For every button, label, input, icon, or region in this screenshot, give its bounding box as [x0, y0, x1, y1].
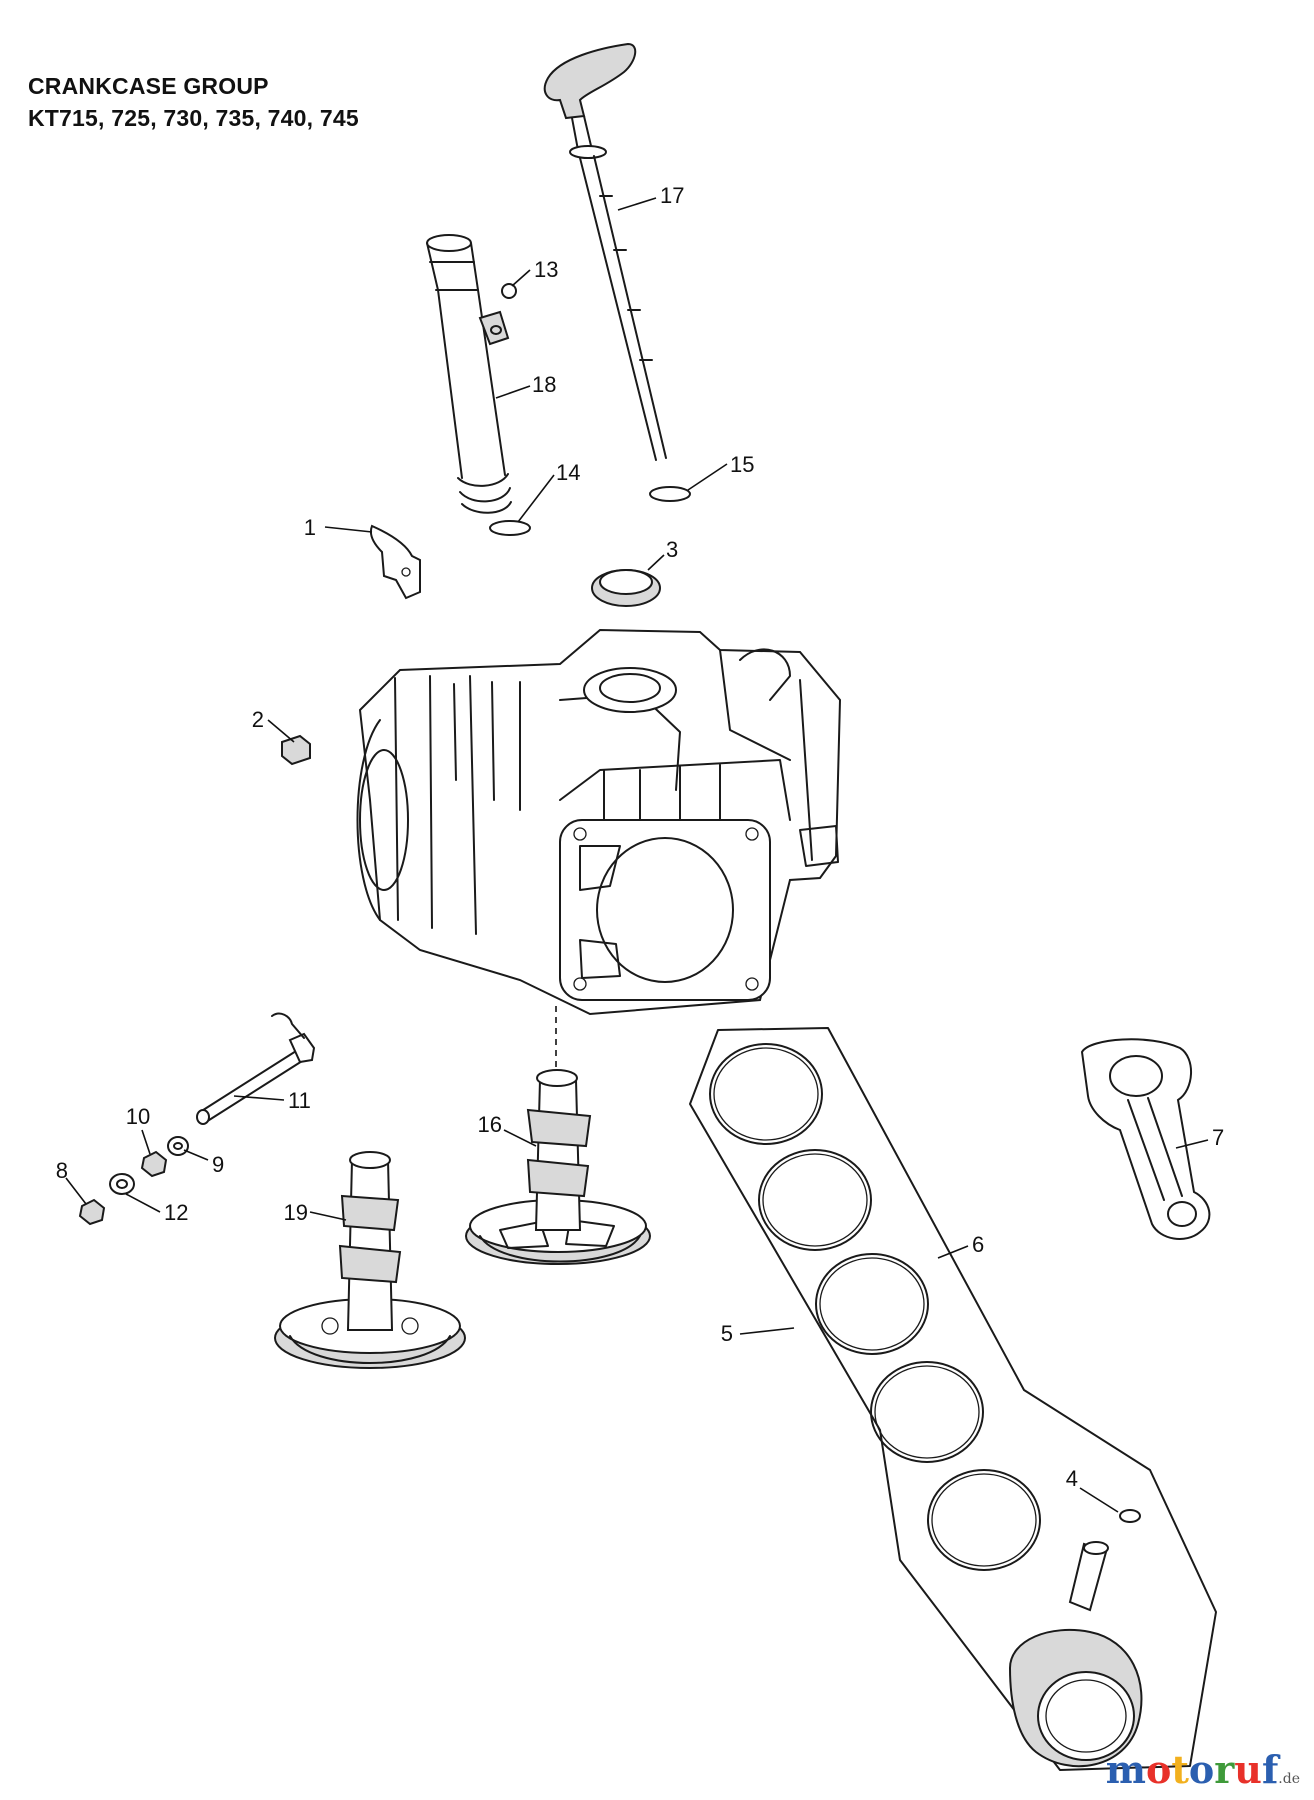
watermark-letter: t	[1171, 1747, 1189, 1792]
part-rod[interactable]	[196, 1012, 316, 1125]
callout-9: 9	[212, 1152, 224, 1177]
watermark-letter: o	[1145, 1747, 1172, 1792]
watermark-letter: u	[1234, 1747, 1262, 1792]
callout-16: 16	[478, 1112, 502, 1137]
leader-lines	[65, 197, 1209, 1513]
callout-labels: 1 2 3 4 5 6 7 8 9 10 11 12 13 14 15 16 1…	[56, 183, 1225, 1491]
part-tube-bolt[interactable]	[501, 283, 517, 299]
part-piston-ring-3[interactable]	[815, 1253, 929, 1355]
watermark-letter: m	[1105, 1747, 1146, 1792]
part-nut-10[interactable]	[140, 1150, 168, 1178]
watermark-letter: o	[1188, 1747, 1215, 1792]
callout-11: 11	[288, 1088, 311, 1113]
part-piston-ring-5[interactable]	[927, 1469, 1041, 1571]
part-piston-ring-4[interactable]	[870, 1361, 984, 1463]
callout-1: 1	[304, 515, 316, 540]
watermark-letter: r	[1214, 1747, 1235, 1792]
callout-18: 18	[532, 372, 556, 397]
callout-17: 17	[660, 183, 684, 208]
part-washer-9[interactable]	[167, 1136, 189, 1156]
callout-12: 12	[164, 1200, 188, 1225]
part-oil-fill-tube[interactable]	[426, 234, 512, 514]
title-line-1: CRANKCASE GROUP	[28, 73, 269, 99]
callout-4: 4	[1066, 1466, 1078, 1491]
motoruf-watermark-logo: motoruf.de	[1106, 1747, 1300, 1792]
callout-5: 5	[721, 1321, 733, 1346]
part-dipstick[interactable]	[543, 42, 667, 461]
callout-13: 13	[534, 257, 558, 282]
part-plug[interactable]	[281, 734, 311, 766]
part-piston[interactable]	[1008, 1628, 1143, 1768]
part-washer-12[interactable]	[109, 1173, 135, 1195]
callout-10: 10	[126, 1104, 150, 1129]
part-crankcase[interactable]	[356, 628, 842, 1016]
part-piston-ring-1[interactable]	[709, 1043, 823, 1145]
part-retaining-ring[interactable]	[1119, 1509, 1141, 1523]
callout-3: 3	[666, 537, 678, 562]
part-camshaft-lower[interactable]	[274, 1151, 466, 1369]
callout-8: 8	[56, 1158, 68, 1183]
part-piston-ring-2[interactable]	[758, 1149, 872, 1251]
title-line-2: KT715, 725, 730, 735, 740, 745	[28, 105, 359, 131]
part-nut-8[interactable]	[78, 1198, 106, 1226]
part-tube-o-ring[interactable]	[489, 520, 531, 536]
callout-2: 2	[252, 707, 264, 732]
callout-14: 14	[556, 460, 580, 485]
callout-19: 19	[284, 1200, 308, 1225]
callout-6: 6	[972, 1232, 984, 1257]
watermark-suffix: .de	[1278, 1771, 1300, 1787]
part-piston-pin[interactable]	[1068, 1541, 1109, 1612]
diagram-title: CRANKCASE GROUP KT715, 725, 730, 735, 74…	[28, 70, 359, 134]
callout-7: 7	[1212, 1125, 1224, 1150]
watermark-letter: f	[1261, 1747, 1279, 1792]
part-dipstick-o-ring[interactable]	[649, 486, 691, 502]
callout-15: 15	[730, 452, 754, 477]
part-connecting-rod[interactable]	[1080, 1038, 1211, 1240]
part-piston-kit-outline	[689, 1027, 1217, 1771]
part-oil-seal[interactable]	[591, 569, 661, 607]
part-bracket[interactable]	[370, 524, 421, 600]
part-camshaft-upper[interactable]	[465, 1069, 651, 1265]
